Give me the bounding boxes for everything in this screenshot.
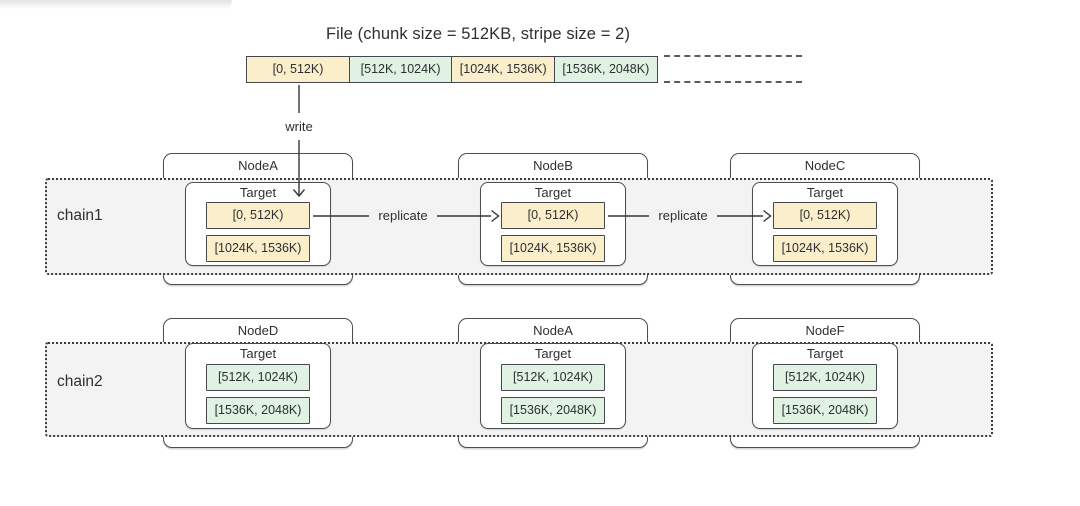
file-continues-dash-top: [664, 55, 802, 57]
file-continues-dash-bottom: [664, 81, 802, 83]
chain1-node-a-target: Target [0, 512K) [1024K, 1536K): [185, 182, 331, 266]
target-label: Target: [534, 185, 572, 200]
node-label: NodeD: [237, 323, 279, 338]
node-label: NodeF: [805, 323, 845, 338]
file-chunk-4: [1536K, 2048K): [553, 56, 658, 83]
node-label: NodeA: [533, 323, 573, 338]
file-chunk-3: [1024K, 1536K): [451, 56, 556, 83]
chain1-node-b-target: Target [0, 512K) [1024K, 1536K): [480, 182, 626, 266]
chain2-node-d-target: Target [512K, 1024K) [1536K, 2048K): [185, 343, 331, 429]
target-chunk: [512K, 1024K): [773, 364, 877, 391]
node-label: NodeC: [804, 158, 846, 173]
corner-shadow: [0, 0, 232, 11]
node-label: NodeB: [533, 158, 573, 173]
target-chunk: [0, 512K): [206, 202, 310, 229]
target-label: Target: [806, 346, 844, 361]
replicate-label-1: replicate: [378, 208, 428, 223]
target-label: Target: [239, 185, 277, 200]
target-chunk: [1536K, 2048K): [773, 397, 877, 424]
target-label: Target: [239, 346, 277, 361]
target-chunk: [1536K, 2048K): [501, 397, 605, 424]
node-label: NodeA: [238, 158, 278, 173]
file-chunk-2: [512K, 1024K): [348, 56, 453, 83]
chain2-label: chain2: [57, 373, 103, 390]
chain1-node-c-target: Target [0, 512K) [1024K, 1536K): [752, 182, 898, 266]
chain2-node-f-target: Target [512K, 1024K) [1536K, 2048K): [752, 343, 898, 429]
target-chunk: [1024K, 1536K): [501, 235, 605, 262]
write-label: write: [285, 119, 313, 134]
file-bar: [0, 512K) [512K, 1024K) [1024K, 1536K) […: [246, 56, 658, 83]
target-chunk: [1024K, 1536K): [206, 235, 310, 262]
target-chunk: [0, 512K): [773, 202, 877, 229]
file-chunk-1: [0, 512K): [246, 56, 350, 83]
target-chunk: [1536K, 2048K): [206, 397, 310, 424]
target-chunk: [0, 512K): [501, 202, 605, 229]
replicate-label-2: replicate: [658, 208, 708, 223]
target-label: Target: [806, 185, 844, 200]
target-chunk: [1024K, 1536K): [773, 235, 877, 262]
chain1-label: chain1: [57, 207, 103, 224]
diagram-title: File (chunk size = 512KB, stripe size = …: [325, 25, 631, 43]
target-label: Target: [534, 346, 572, 361]
target-chunk: [512K, 1024K): [501, 364, 605, 391]
chain2-node-a-target: Target [512K, 1024K) [1536K, 2048K): [480, 343, 626, 429]
target-chunk: [512K, 1024K): [206, 364, 310, 391]
